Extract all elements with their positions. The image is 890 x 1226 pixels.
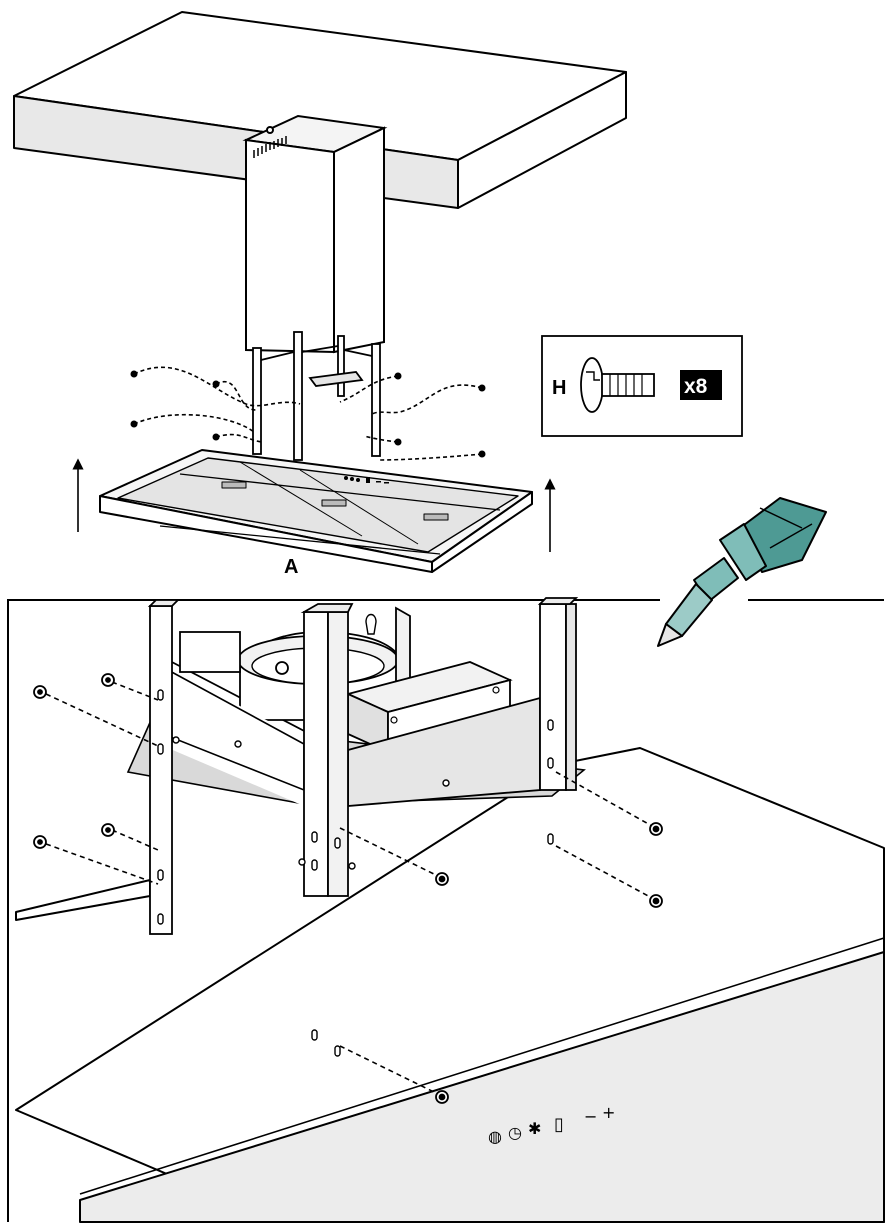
screw-icon — [435, 1090, 449, 1104]
control-panel: ◍ ◷ ✱ ▯ − + — [488, 1103, 615, 1146]
uprights — [147, 597, 579, 935]
electrical-box — [345, 661, 513, 754]
screw-heads-detail — [33, 673, 663, 1104]
hood-label: A — [284, 556, 298, 578]
screw-heads-top — [130, 370, 486, 458]
screw-callout-box: H x8 — [541, 335, 743, 437]
screw-icon — [33, 835, 47, 849]
screw-icon — [649, 822, 663, 836]
bracket-frame — [252, 331, 381, 461]
power-switch-icon: ▯ — [554, 1114, 564, 1135]
panel-frame — [7, 599, 884, 1222]
screw-icon — [580, 357, 655, 413]
timer-icon: ◷ — [508, 1123, 522, 1142]
hood-control-dots — [344, 476, 389, 484]
ceiling-slab — [13, 11, 627, 209]
hood-body — [99, 449, 533, 573]
screw-icon — [101, 823, 115, 837]
upper-chimney — [242, 114, 388, 354]
fixing-lines-top — [133, 366, 483, 461]
fixing-lines-detail — [45, 681, 653, 1095]
upright-slots — [157, 689, 554, 1057]
detail-panel: ◍ ◷ ✱ ▯ − + — [7, 597, 885, 1223]
screw-icon — [33, 685, 47, 699]
screw-icon — [649, 894, 663, 908]
chimney-screw-hole — [266, 126, 274, 134]
speed-minus-icon: − — [584, 1107, 597, 1126]
screw-icon — [101, 673, 115, 687]
hood-top-surface — [15, 747, 885, 1223]
screw-icon — [435, 872, 449, 886]
speed-plus-icon: + — [602, 1103, 615, 1122]
top-illustration: A H x8 — [13, 11, 743, 578]
screwdriver-icon — [657, 497, 827, 647]
screw-letter-label: H — [552, 377, 566, 399]
chimney-vent-slots — [253, 136, 287, 158]
screw-quantity-label: x8 — [684, 375, 708, 398]
boost-icon: ✱ — [528, 1119, 541, 1138]
quantity-badge — [680, 370, 722, 400]
light-dimmer-icon: ◍ — [488, 1127, 502, 1146]
